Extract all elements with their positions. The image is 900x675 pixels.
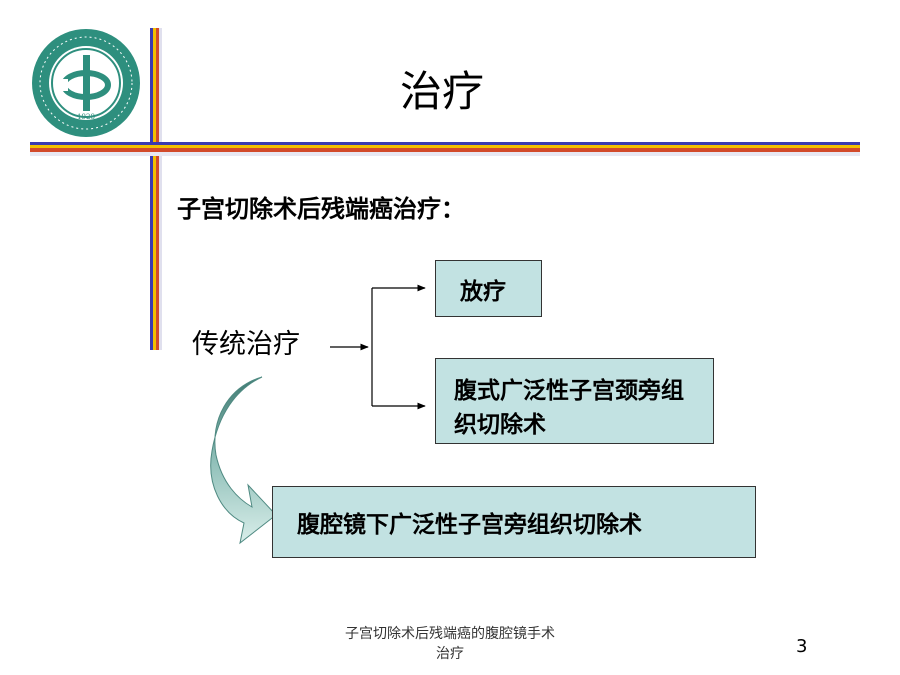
slide-subtitle: 子宫切除术后残端癌治疗： bbox=[177, 195, 465, 223]
laparoscopic-surgery-label: 腹腔镜下广泛性子宫旁组织切除术 bbox=[297, 512, 642, 538]
hospital-logo-icon: 1928 bbox=[32, 29, 140, 137]
radiotherapy-label: 放疗 bbox=[460, 278, 506, 305]
abdominal-surgery-label: 腹式广泛性子宫颈旁组织切除术 bbox=[454, 378, 684, 438]
logo-year: 1928 bbox=[77, 113, 95, 121]
radiotherapy-box: 放疗 bbox=[435, 260, 542, 317]
vertical-stripes bbox=[150, 28, 162, 350]
page-number: 3 bbox=[796, 636, 808, 657]
laparoscopic-surgery-box: 腹腔镜下广泛性子宫旁组织切除术 bbox=[272, 486, 756, 558]
curved-arrow-icon bbox=[210, 376, 277, 545]
abdominal-surgery-box: 腹式广泛性子宫颈旁组织切除术 bbox=[435, 358, 714, 444]
footer-line-1: 子宫切除术后残端癌的腹腔镜手术 bbox=[345, 626, 555, 642]
slide-footer: 子宫切除术后残端癌的腹腔镜手术 治疗 bbox=[300, 624, 600, 664]
horizontal-stripes bbox=[30, 142, 860, 158]
slide-title: 治疗 bbox=[400, 67, 485, 116]
footer-line-2: 治疗 bbox=[436, 646, 464, 662]
traditional-treatment-label: 传统治疗 bbox=[192, 329, 300, 360]
